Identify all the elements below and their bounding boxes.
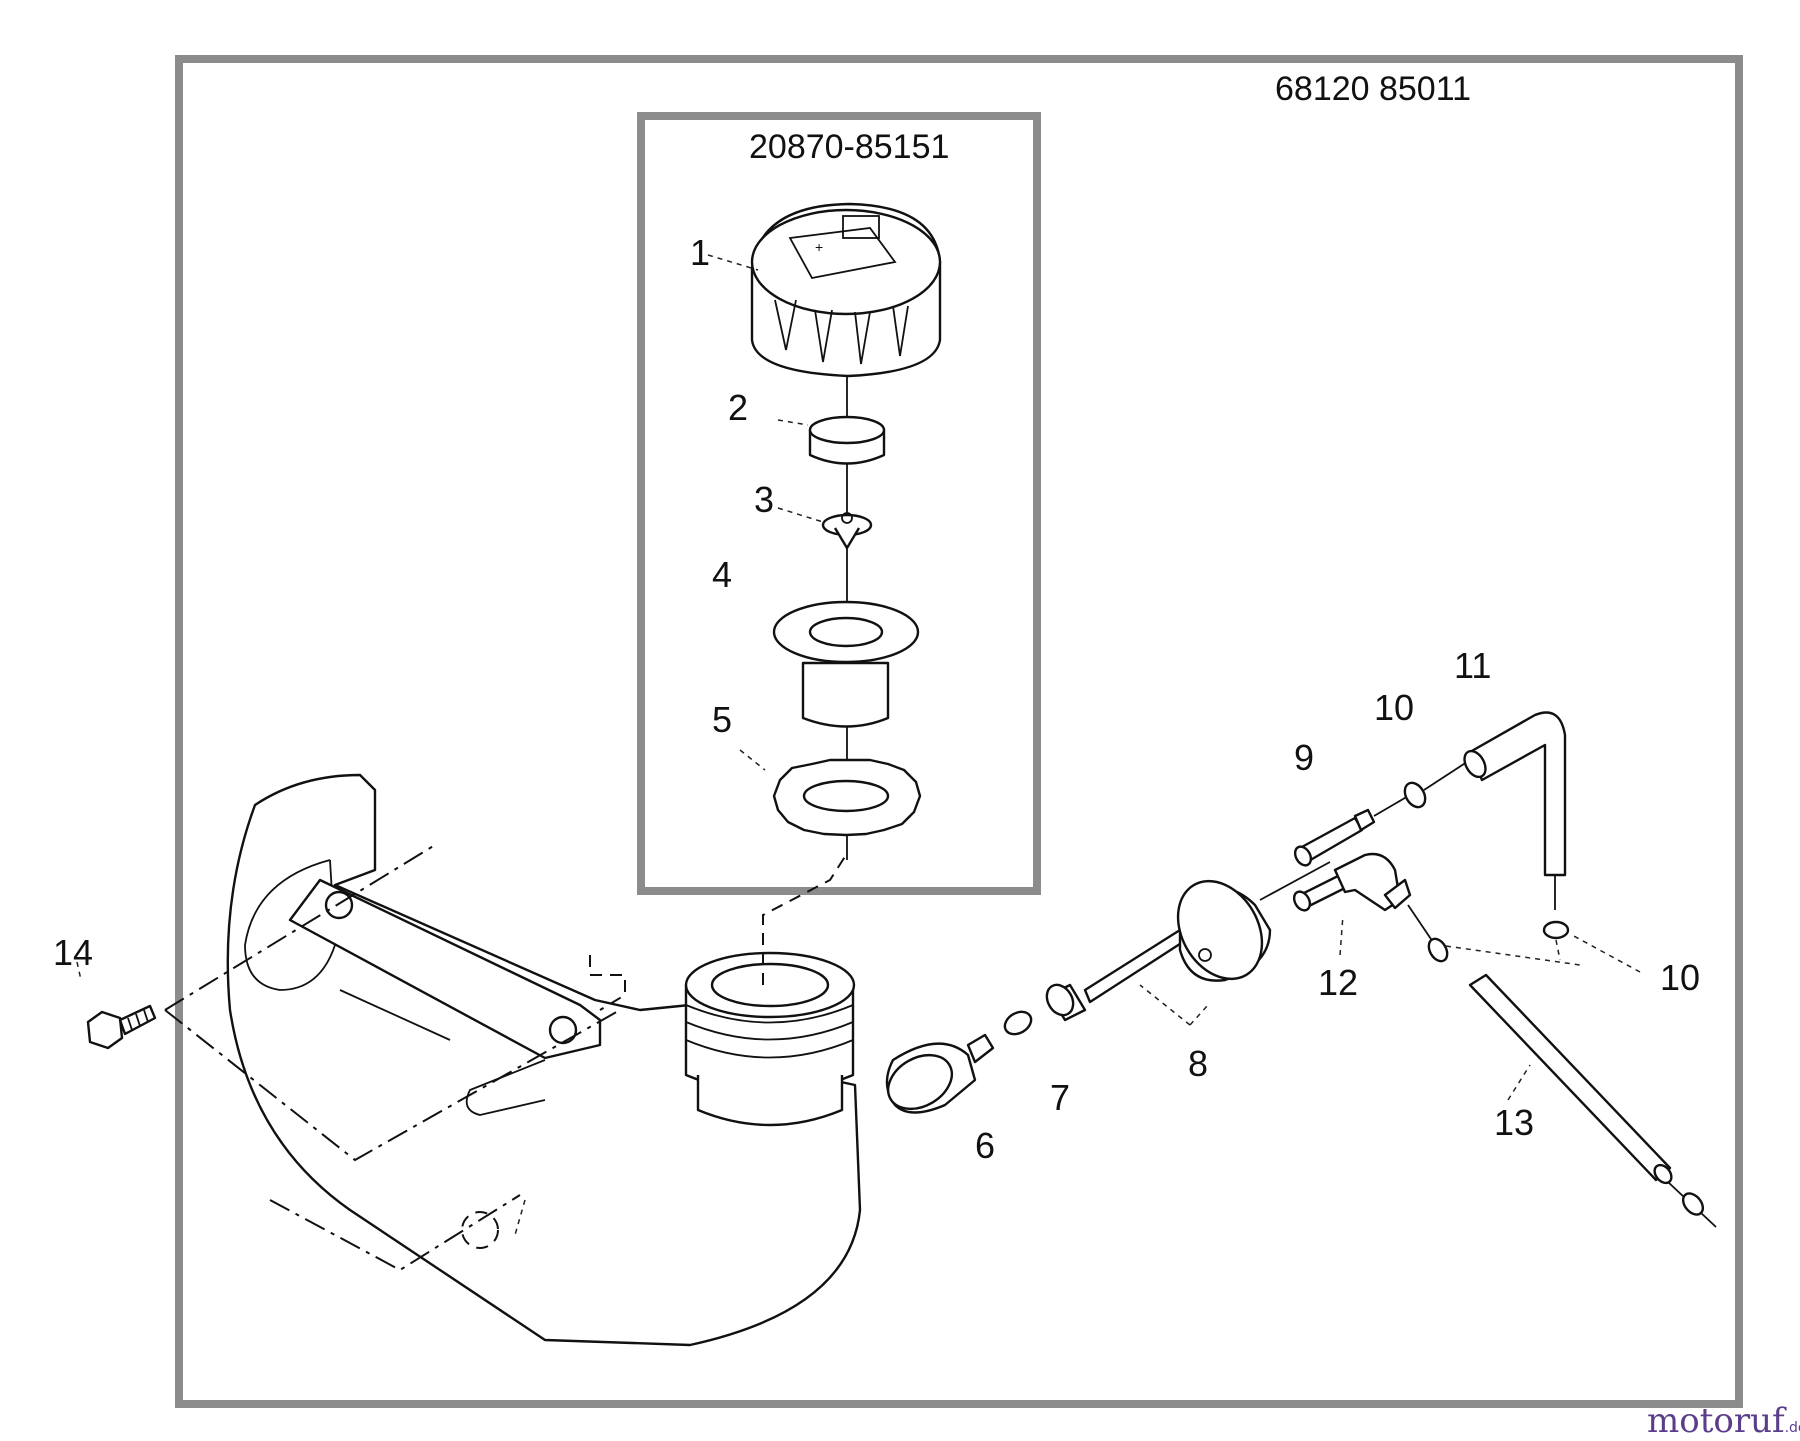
leader-3 bbox=[777, 507, 824, 523]
leader-14 bbox=[76, 961, 82, 981]
leader-1 bbox=[707, 254, 759, 271]
cap-subassembly-frame bbox=[637, 112, 1041, 895]
fuel-filter-icon bbox=[885, 1033, 995, 1114]
part-label-8: 8 bbox=[1188, 1043, 1208, 1084]
part-label-4: 4 bbox=[712, 554, 732, 595]
leader-13 bbox=[1507, 1064, 1531, 1101]
elbow-fitting-icon bbox=[1292, 852, 1436, 946]
subassembly-code: 20870-85151 bbox=[749, 128, 949, 166]
svg-text:+: + bbox=[815, 239, 823, 255]
cap-filter-icon bbox=[808, 415, 886, 465]
fuel-cap-icon: + bbox=[750, 202, 942, 378]
mount-line-lower bbox=[164, 1009, 621, 1162]
leader-2 bbox=[777, 419, 809, 426]
part-label-3: 3 bbox=[754, 479, 774, 520]
part-label-6: 6 bbox=[975, 1125, 995, 1166]
connector-icon bbox=[1293, 794, 1411, 867]
part-label-5: 5 bbox=[712, 699, 732, 740]
tank-bracket-line bbox=[589, 955, 626, 1011]
leader-8a bbox=[1139, 984, 1191, 1026]
part-label-2: 2 bbox=[728, 387, 748, 428]
part-label-10-lower: 10 bbox=[1660, 957, 1700, 998]
leader-8b bbox=[1189, 1004, 1209, 1026]
watermark-logo: motoruf.de bbox=[1647, 1401, 1800, 1441]
bottom-dash bbox=[514, 1199, 526, 1236]
part-label-13: 13 bbox=[1494, 1102, 1534, 1143]
mount-line-upper bbox=[164, 844, 436, 1011]
bolt-icon bbox=[86, 1004, 157, 1050]
fuel-pipe-icon bbox=[1468, 973, 1717, 1228]
primer-pump-icon bbox=[1045, 861, 1331, 1022]
part-label-11: 11 bbox=[1454, 645, 1491, 686]
hose-clip-icon bbox=[1003, 1010, 1033, 1036]
cap-valve-icon bbox=[821, 512, 873, 550]
leader-10-right bbox=[1571, 934, 1641, 973]
o-ring-upper-icon bbox=[1403, 781, 1427, 809]
part-label-7: 7 bbox=[1050, 1077, 1070, 1118]
locking-ring-icon bbox=[772, 758, 922, 837]
hose-connect-line bbox=[1423, 759, 1471, 791]
fuel-tank-icon bbox=[226, 773, 862, 1347]
leader-5 bbox=[739, 749, 766, 771]
part-label-10-upper: 10 bbox=[1374, 687, 1414, 728]
o-ring-ref-line bbox=[1445, 939, 1581, 966]
neck-to-cap-line bbox=[762, 854, 847, 985]
filler-neck-icon bbox=[772, 600, 920, 728]
outer-frame bbox=[175, 55, 1743, 1408]
mount-line-bottom bbox=[269, 1194, 521, 1272]
part-label-9: 9 bbox=[1294, 737, 1314, 778]
part-label-1: 1 bbox=[690, 232, 710, 273]
o-ring-pipe-icon bbox=[1427, 937, 1449, 963]
o-ring-lower-icon bbox=[1542, 920, 1570, 940]
part-label-12: 12 bbox=[1318, 962, 1358, 1003]
part-label-14: 14 bbox=[53, 932, 93, 973]
leader-12 bbox=[1339, 914, 1344, 956]
fuel-hose-icon bbox=[1463, 711, 1567, 910]
assembly-code: 68120 85011 bbox=[1275, 70, 1471, 108]
